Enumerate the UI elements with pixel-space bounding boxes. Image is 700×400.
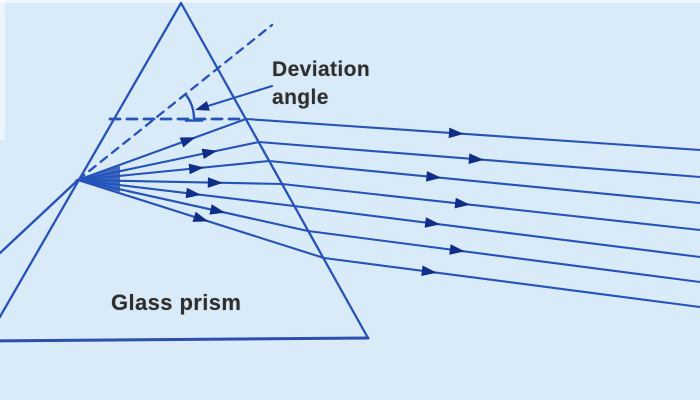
undeviated-ray-dashed-line [76,23,274,182]
deviation-angle-label: Deviation angle [272,56,370,112]
exit-ray-5-arrowhead [424,217,441,228]
exit-ray-1 [244,117,700,152]
glass-prism-label: Glass prism [111,290,242,315]
top-edge-highlight [0,0,700,3]
exit-ray-7-arrowhead [421,265,437,277]
exit-ray-3-arrowhead [425,171,442,182]
prism-base-edge [0,336,370,343]
exit-ray-2-arrowhead [468,153,484,164]
exit-ray-5 [292,204,700,259]
deviation-angle-label-line2: angle [272,86,329,109]
internal-ray-2-arrowhead [201,148,218,160]
exit-ray-1-arrowhead [448,127,464,139]
incident-ray [0,178,80,255]
internal-ray-1-arrowhead [179,137,196,148]
internal-ray-6-arrowhead [209,204,226,215]
deviation-angle-arc [184,93,196,120]
exit-ray-4-arrowhead [454,197,471,209]
internal-ray-1 [76,117,248,182]
exit-ray-3 [267,159,700,205]
exit-ray-4 [280,182,700,232]
internal-ray-4-arrowhead [207,177,223,188]
exit-ray-6-arrowhead [449,244,465,255]
internal-ray-5-arrowhead [185,187,202,199]
exit-ray-7 [322,256,700,309]
internal-ray-3-arrowhead [188,163,205,175]
exit-ray-6 [306,229,700,284]
left-edge-highlight [0,0,5,140]
internal-ray-7-arrowhead [192,211,209,222]
label-leader-line [203,84,274,109]
ray-convergence-wedge [74,166,120,192]
deviation-angle-label-line1: Deviation [272,58,371,81]
label-leader-arrowhead [195,101,210,111]
